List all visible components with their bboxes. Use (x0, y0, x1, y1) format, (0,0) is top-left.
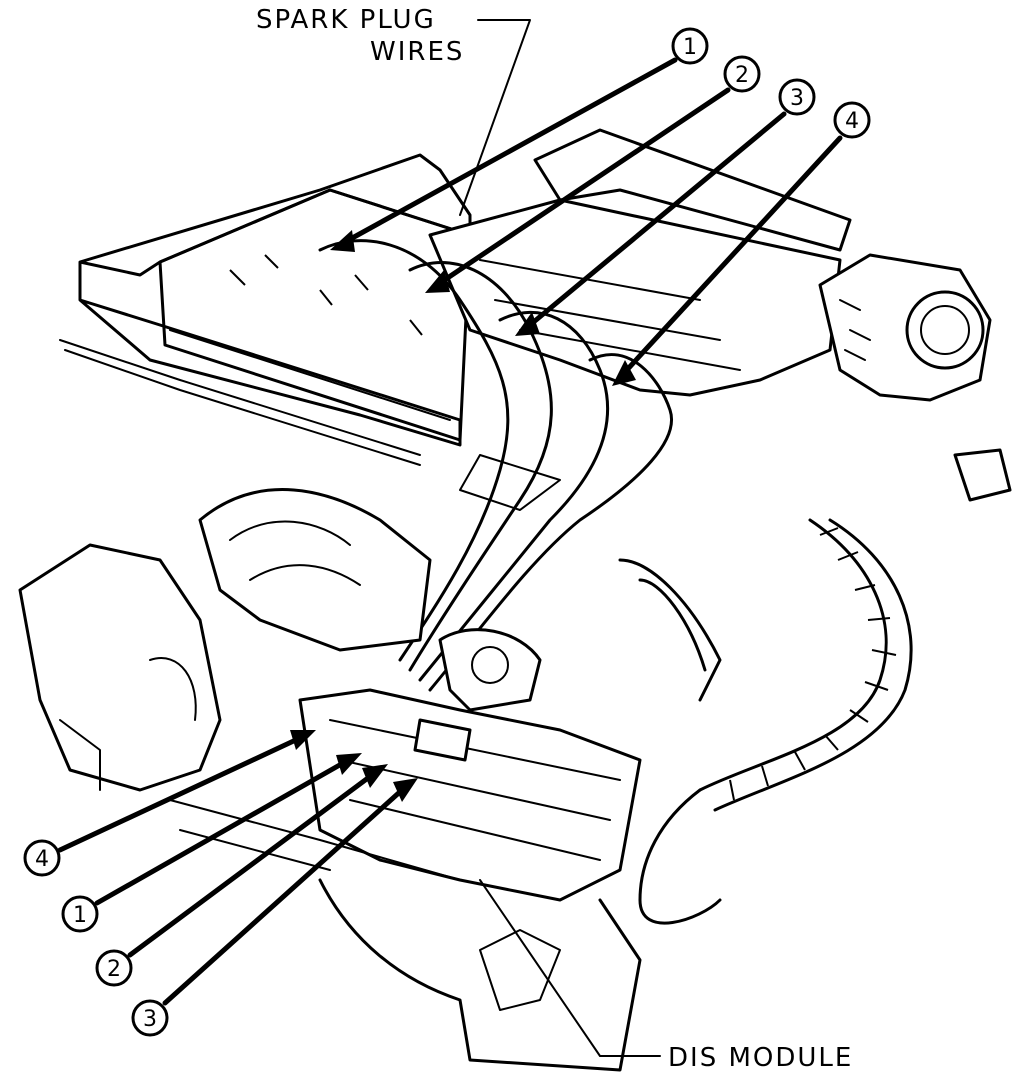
top-callout-4-label: 4 (845, 109, 859, 134)
top-callout-3: 3 (515, 78, 816, 336)
spark-plug-wires-label-line2: WIRES (370, 37, 464, 67)
spark-plug-wires-leader (459, 19, 531, 216)
dis-module-leader (479, 879, 661, 1057)
bottom-callout-3: 3 (131, 778, 418, 1037)
bottom-callout-2: 2 (95, 764, 388, 987)
top-callout-4: 4 (612, 101, 871, 386)
top-callout-2-label: 2 (735, 63, 749, 88)
engine-illustration (18, 128, 1012, 1072)
bottom-callout-1-label: 1 (73, 903, 87, 928)
bottom-callout-2-label: 2 (107, 957, 121, 982)
top-callout-2: 2 (425, 55, 761, 293)
top-callout-3-label: 3 (790, 86, 804, 111)
bottom-callout-4: 4 (23, 730, 316, 877)
bottom-callout-3-label: 3 (143, 1007, 157, 1032)
bottom-callout-4-label: 4 (35, 847, 49, 872)
top-callout-1: 1 (330, 27, 709, 252)
dis-module-label: DIS MODULE (668, 1043, 853, 1073)
top-callout-1-label: 1 (683, 35, 697, 60)
spark-plug-wires-label-line1: SPARK PLUG (256, 5, 436, 35)
bottom-callout-1: 1 (61, 753, 362, 933)
